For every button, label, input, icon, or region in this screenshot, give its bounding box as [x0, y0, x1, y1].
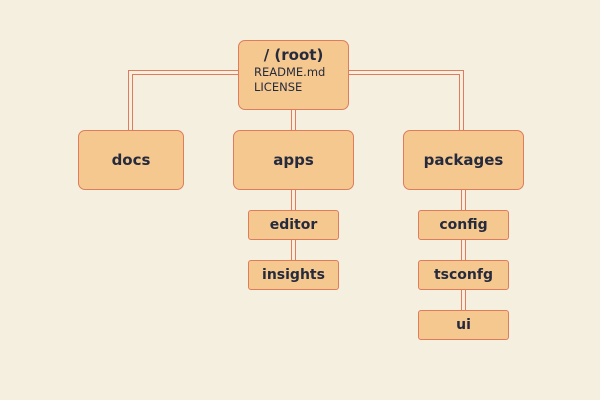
apps-folder-node[interactable]: apps: [233, 130, 354, 190]
connector-root-packages: [349, 70, 464, 130]
root-folder-node[interactable]: / (root) README.md LICENSE: [238, 40, 349, 110]
config-folder-node[interactable]: config: [418, 210, 509, 240]
docs-folder-node[interactable]: docs: [78, 130, 184, 190]
ui-folder-node[interactable]: ui: [418, 310, 509, 340]
insights-folder-label: insights: [262, 267, 325, 283]
packages-folder-label: packages: [423, 151, 504, 169]
root-folder-label: / (root): [263, 46, 324, 64]
root-file-readme: README.md: [254, 65, 326, 79]
root-file-license: LICENSE: [254, 80, 303, 94]
tsconfg-folder-label: tsconfg: [433, 267, 494, 283]
packages-folder-node[interactable]: packages: [403, 130, 524, 190]
docs-folder-label: docs: [111, 151, 151, 169]
editor-folder-node[interactable]: editor: [248, 210, 339, 240]
connector-root-docs: [128, 70, 238, 130]
connector-root-packages-inner: [349, 74, 460, 130]
insights-folder-node[interactable]: insights: [248, 260, 339, 290]
connector-root-docs-inner: [132, 74, 238, 130]
editor-folder-label: editor: [269, 217, 318, 233]
ui-folder-label: ui: [456, 317, 471, 333]
config-folder-label: config: [439, 217, 488, 233]
apps-folder-label: apps: [273, 151, 314, 169]
tsconfg-folder-node[interactable]: tsconfg: [418, 260, 509, 290]
